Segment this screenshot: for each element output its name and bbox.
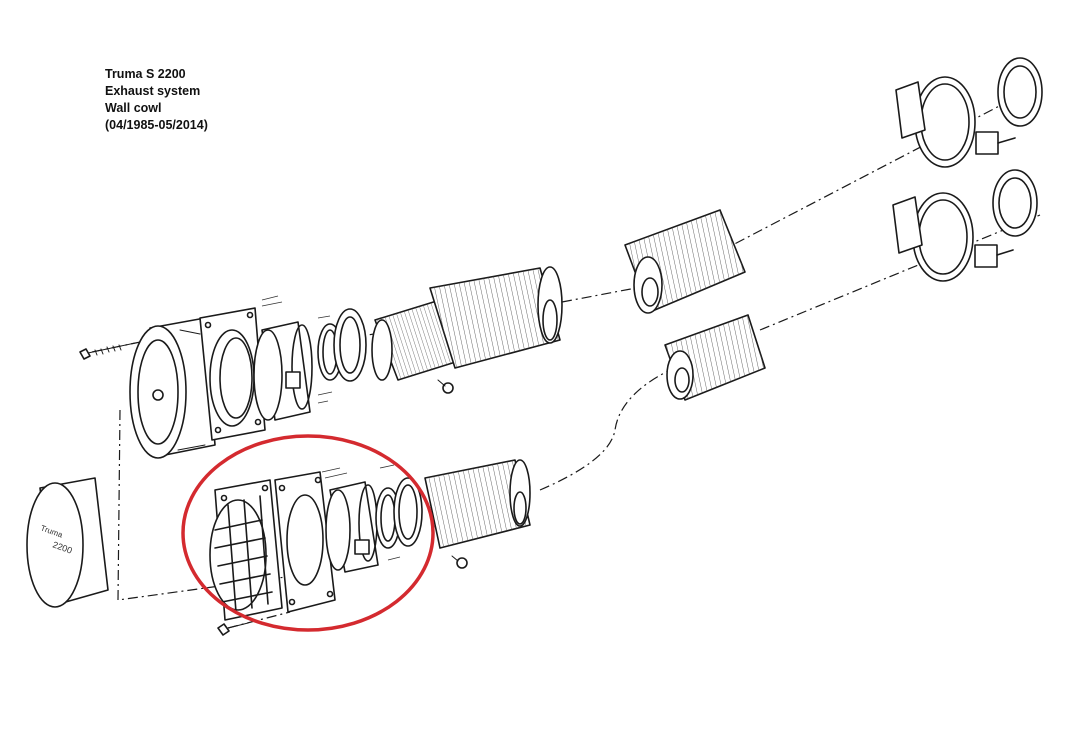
flex-hose-lower (664, 314, 766, 401)
diagram-caption: Truma S 2200 Exhaust system Wall cowl (0… (105, 66, 208, 134)
caption-system: Exhaust system (105, 84, 201, 98)
screw-icon (79, 342, 136, 360)
wall-cowl-icon (209, 479, 283, 621)
caption-title: Truma S 2200 (105, 67, 186, 81)
cowl-cover-cap: Truma 2200 (26, 477, 109, 608)
screw-icon (437, 379, 454, 394)
pipe-clamp-icon (892, 169, 1038, 282)
flex-hose-upper (624, 209, 746, 314)
highlight-circle (181, 434, 435, 632)
pipe-clamp-icon (895, 57, 1043, 168)
screw-icon (217, 622, 249, 636)
pipe-socket-upper (253, 295, 333, 421)
seal-ring-icon (317, 308, 367, 382)
caption-part: Wall cowl (105, 101, 162, 115)
flex-exhaust-pipe-lower (424, 459, 531, 549)
caption-date-range: (04/1985-05/2014) (105, 118, 208, 132)
wall-cowl-icon (129, 317, 216, 459)
mounting-frame-lower (274, 471, 336, 613)
pipe-socket-lower (321, 464, 401, 573)
screw-icon (451, 555, 468, 569)
mounting-frame-upper (199, 307, 266, 441)
seal-ring-icon (375, 477, 423, 549)
flex-exhaust-pipe-upper (371, 266, 563, 381)
